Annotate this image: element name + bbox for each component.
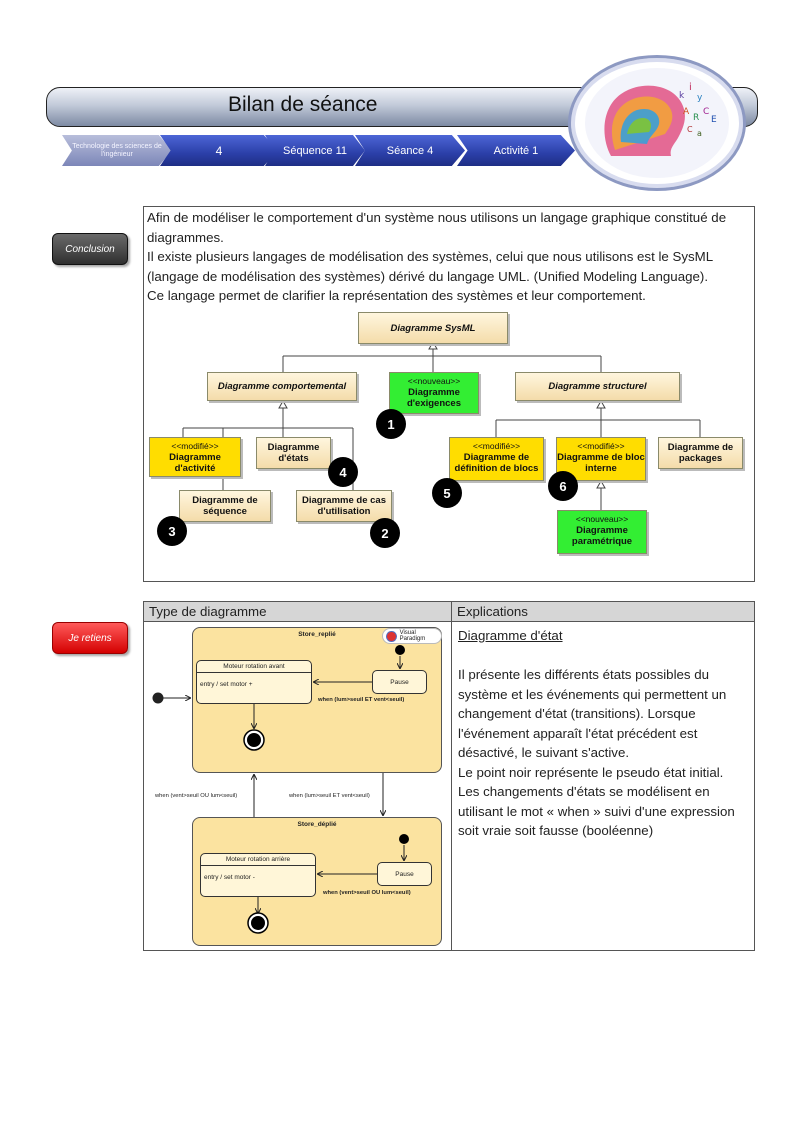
- packages-label: Diagramme de packages: [667, 442, 734, 464]
- state-pause-bottom: Pause: [377, 862, 432, 886]
- badge-6: 6: [548, 471, 578, 501]
- visual-paradigm-logo: Visual Paradigm: [382, 628, 442, 644]
- state-moteur-arriere-entry: entry / set motor -: [204, 874, 255, 881]
- svg-text:A: A: [683, 107, 690, 117]
- comportemental-box: Diagramme comportemental: [207, 372, 357, 401]
- table-header-explications: Explications: [452, 602, 754, 622]
- when-label-left: when (vent>seuil OU lum<seuil): [155, 793, 238, 799]
- state-store-replie-title: Store_replié: [298, 631, 336, 638]
- bloc-interne-label: Diagramme de bloc interne: [557, 452, 645, 474]
- breadcrumb-item-discipline: Technologie des sciences de l'ingénieur: [62, 135, 172, 166]
- state-moteur-avant-title: Moteur rotation avant: [197, 661, 311, 673]
- svg-text:C: C: [703, 107, 709, 117]
- comportemental-label: Diagramme comportemental: [217, 381, 347, 392]
- svg-text:y: y: [697, 93, 703, 103]
- conclusion-box: [143, 206, 755, 582]
- state-pause-top: Pause: [372, 670, 427, 694]
- state-moteur-avant-entry: entry / set motor +: [200, 681, 253, 688]
- when-label-bottom: when (vent>seuil OU lum<seuil): [323, 890, 411, 896]
- explanation-paragraph-1: Il présente les différents états possibl…: [458, 667, 727, 760]
- sequence-box: Diagramme de séquence: [179, 490, 271, 522]
- parametrique-label: Diagramme paramétrique: [571, 525, 633, 547]
- svg-text:i: i: [689, 82, 692, 93]
- bloc-interne-stereotype: <<modifié>>: [577, 441, 625, 451]
- svg-text:E: E: [711, 115, 717, 125]
- head-letters-icon: k i y A R C E C a: [585, 68, 729, 178]
- svg-text:R: R: [693, 113, 699, 123]
- table-divider: [451, 602, 452, 950]
- parametrique-box: <<nouveau>> Diagramme paramétrique: [557, 510, 647, 554]
- sysml-root-box: Diagramme SysML: [358, 312, 508, 344]
- page-title: Bilan de séance: [228, 93, 378, 116]
- visual-paradigm-label: Visual Paradigm: [399, 630, 426, 642]
- conclusion-tag: Conclusion: [52, 233, 128, 265]
- cas-utilisation-label: Diagramme de cas d'utilisation: [302, 495, 386, 517]
- sequence-label: Diagramme de séquence: [192, 495, 258, 517]
- exigences-label: Diagramme d'exigences: [406, 387, 461, 409]
- conclusion-paragraph-3: Ce langage permet de clarifier la représ…: [147, 288, 646, 303]
- cas-utilisation-box: Diagramme de cas d'utilisation: [296, 490, 392, 522]
- breadcrumb-item-seance: Séance 4: [355, 135, 465, 166]
- parametrique-stereotype: <<nouveau>>: [575, 514, 629, 524]
- exigences-box: <<nouveau>> Diagramme d'exigences: [389, 372, 479, 414]
- svg-text:k: k: [679, 91, 685, 101]
- conclusion-paragraph-1: Afin de modéliser le comportement d'un s…: [147, 210, 727, 245]
- breadcrumb-item-sequence: Séquence 11: [265, 135, 365, 166]
- sysml-root-label: Diagramme SysML: [390, 322, 476, 334]
- explanation-paragraph-2: Le point noir représente le pseudo état …: [458, 764, 724, 780]
- retiens-table: [143, 601, 755, 951]
- badge-1: 1: [376, 409, 406, 439]
- explanation-cell: Diagramme d'état Il présente les différe…: [458, 626, 750, 841]
- svg-text:C: C: [687, 125, 693, 134]
- when-label-top: when (lum>seuil ET vent<seuil): [318, 697, 405, 703]
- badge-3: 3: [157, 516, 187, 546]
- svg-text:a: a: [697, 129, 702, 138]
- etats-box: Diagramme d'états: [256, 437, 331, 469]
- state-store-deplie-title: Store_déplié: [297, 821, 337, 828]
- explanation-paragraph-3: Les changements d'états se modélisent en…: [458, 784, 735, 838]
- state-moteur-avant: Moteur rotation avant entry / set motor …: [196, 660, 312, 704]
- def-blocs-stereotype: <<modifié>>: [472, 441, 521, 451]
- etats-label: Diagramme d'états: [267, 442, 320, 464]
- logo-emblem: k i y A R C E C a: [568, 55, 746, 191]
- state-moteur-arriere-title: Moteur rotation arrière: [201, 854, 315, 866]
- table-header-type: Type de diagramme: [144, 602, 451, 622]
- activite-label: Diagramme d'activité: [169, 452, 221, 474]
- conclusion-text: Afin de modéliser le comportement d'un s…: [147, 208, 751, 306]
- conclusion-paragraph-2: Il existe plusieurs langages de modélisa…: [147, 249, 713, 284]
- explanation-heading: Diagramme d'état: [458, 628, 563, 643]
- def-blocs-box: <<modifié>> Diagramme de définition de b…: [449, 437, 544, 481]
- when-label-right: when (lum>seuil ET vent<seuil): [289, 793, 370, 799]
- packages-box: Diagramme de packages: [658, 437, 743, 469]
- structurel-label: Diagramme structurel: [548, 381, 647, 392]
- retiens-tag: Je retiens: [52, 622, 128, 654]
- activite-box: <<modifié>> Diagramme d'activité: [149, 437, 241, 477]
- exigences-stereotype: <<nouveau>>: [407, 376, 461, 386]
- breadcrumb-item-activite: Activité 1: [457, 135, 575, 166]
- state-moteur-arriere: Moteur rotation arrière entry / set moto…: [200, 853, 316, 897]
- visual-paradigm-icon: [386, 630, 397, 642]
- structurel-box: Diagramme structurel: [515, 372, 680, 401]
- badge-4: 4: [328, 457, 358, 487]
- badge-2: 2: [370, 518, 400, 548]
- activite-stereotype: <<modifié>>: [171, 441, 219, 451]
- def-blocs-label: Diagramme de définition de blocs: [454, 452, 539, 474]
- badge-5: 5: [432, 478, 462, 508]
- breadcrumb-item-number: 4: [160, 135, 278, 166]
